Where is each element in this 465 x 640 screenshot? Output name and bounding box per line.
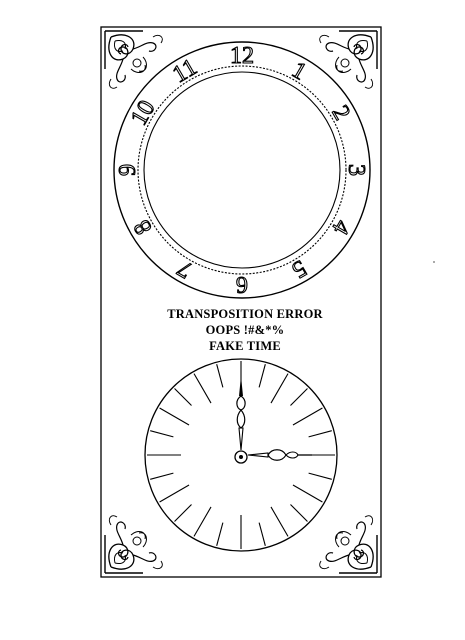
dial-tick (308, 430, 332, 438)
dial-tick (216, 522, 224, 546)
dial-numeral: 12 (230, 43, 254, 69)
dial-numeral: 8 (129, 215, 158, 238)
outer-frame (100, 26, 382, 578)
dial-tick (292, 407, 323, 426)
scroll-ornament-icon (104, 30, 163, 89)
scroll-ornament-icon (319, 515, 378, 574)
dial-numeral: 9 (115, 164, 141, 176)
dial-tick (150, 472, 174, 480)
scroll-ornament-icon (319, 30, 378, 89)
dial-tick (193, 373, 212, 404)
tick-dial (144, 358, 338, 552)
dial-tick (216, 364, 224, 388)
dial-tick (290, 388, 308, 406)
dial-numeral: 3 (343, 164, 369, 176)
caption-line-2: OOPS !#&*% (205, 323, 285, 337)
dial-numeral: 1 (287, 57, 310, 86)
dial-tick (270, 506, 289, 537)
dial-tick (258, 364, 266, 388)
dial-numeral: 6 (236, 271, 248, 297)
dial-numeral: 7 (173, 254, 196, 283)
dial-numeral: 5 (287, 254, 310, 283)
caption-line-1: TRANSPOSITION ERROR (167, 307, 323, 321)
dial-tick (159, 484, 190, 503)
dial-numeral: 4 (326, 215, 355, 238)
dial-tick (308, 472, 332, 480)
dial-tick (159, 407, 190, 426)
dial-tick (258, 522, 266, 546)
caption-line-3: FAKE TIME (209, 339, 281, 353)
clock-hand-icon (236, 376, 246, 451)
dial-tick (292, 484, 323, 503)
dial-tick (270, 373, 289, 404)
clock-hand-icon (247, 449, 312, 461)
dial-tick (174, 504, 192, 522)
dial-tick (290, 504, 308, 522)
dial-tick (174, 388, 192, 406)
dial-tick (150, 430, 174, 438)
scroll-ornament-icon (104, 515, 163, 574)
dial-numeral: 2 (326, 101, 355, 124)
dial-tick (193, 506, 212, 537)
